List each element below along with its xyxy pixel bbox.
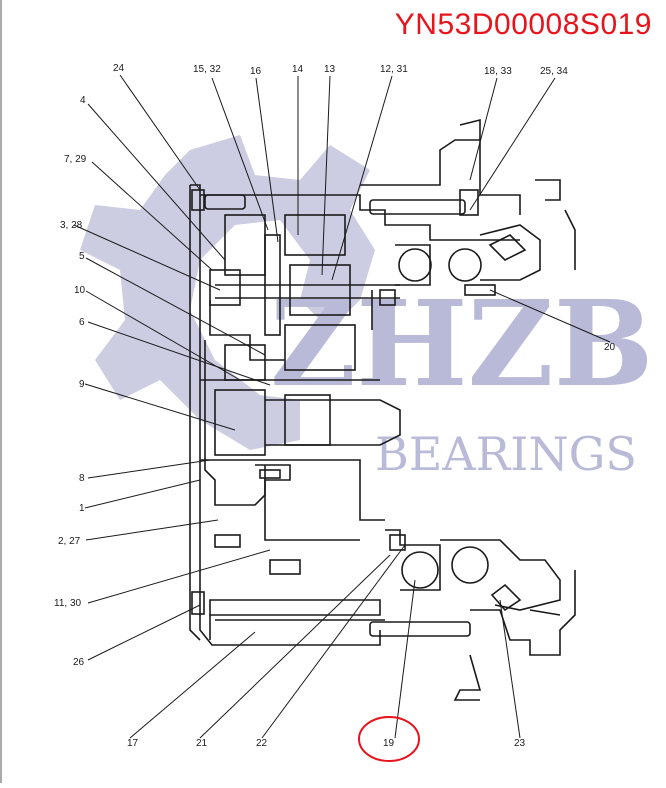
callout-11-30: 11, 30 bbox=[54, 598, 81, 609]
callout-25-34: 25, 34 bbox=[540, 66, 568, 77]
callout-24: 24 bbox=[113, 63, 125, 74]
callout-5: 5 bbox=[79, 251, 85, 262]
part-number: YN53D00008S019 bbox=[394, 8, 652, 41]
callout-22: 22 bbox=[256, 738, 268, 749]
callout-8: 8 bbox=[79, 473, 85, 484]
watermark-gear-icon bbox=[80, 135, 375, 450]
callout-9: 9 bbox=[79, 379, 85, 390]
callout-19: 19 bbox=[383, 738, 395, 749]
callout-2-27: 2, 27 bbox=[58, 536, 81, 547]
callout-26: 26 bbox=[73, 657, 85, 668]
callout-16: 16 bbox=[250, 66, 262, 77]
callout-17: 17 bbox=[127, 738, 139, 749]
callout-20: 20 bbox=[604, 342, 616, 353]
callout-7-29: 7, 29 bbox=[64, 154, 87, 165]
callout-23: 23 bbox=[514, 738, 526, 749]
callout-10: 10 bbox=[74, 285, 86, 296]
highlight-ring bbox=[358, 716, 420, 762]
callout-18-33: 18, 33 bbox=[484, 66, 512, 77]
callout-6: 6 bbox=[79, 317, 85, 328]
callout-14: 14 bbox=[292, 64, 304, 75]
callout-4: 4 bbox=[80, 95, 86, 106]
watermark-brand: ZHZB bbox=[270, 274, 654, 413]
callout-3-28: 3, 28 bbox=[60, 220, 83, 231]
callout-1: 1 bbox=[79, 503, 85, 514]
callout-12-31: 12, 31 bbox=[380, 64, 408, 75]
callout-15-32: 15, 32 bbox=[193, 64, 221, 75]
callout-13: 13 bbox=[324, 64, 336, 75]
leader-lines bbox=[73, 74, 611, 739]
watermark-sub: BEARINGS bbox=[375, 427, 637, 481]
callout-21: 21 bbox=[196, 738, 208, 749]
gearbox-assembly bbox=[189, 118, 576, 701]
